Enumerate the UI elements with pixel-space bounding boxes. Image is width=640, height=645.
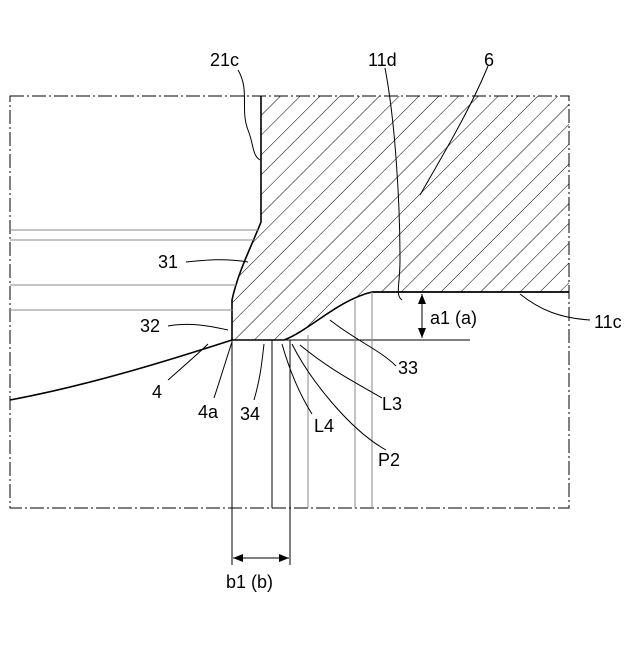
dim-b1-arrow-left — [233, 554, 243, 562]
leader-L3 — [300, 345, 382, 398]
leader-11c — [520, 294, 590, 320]
dim-a1-arrow-bottom — [418, 328, 426, 338]
label-11c: 11c — [594, 312, 622, 332]
leader-4a — [214, 342, 232, 398]
label-34: 34 — [240, 404, 260, 424]
label-21c: 21c — [210, 50, 239, 70]
label-32: 32 — [140, 316, 160, 336]
leader-31 — [186, 260, 248, 262]
leader-34 — [254, 344, 264, 400]
leader-32 — [168, 324, 228, 330]
label-b1b: b1 (b) — [226, 572, 273, 592]
label-4: 4 — [152, 382, 162, 402]
dim-b1-arrow-right — [279, 554, 289, 562]
dim-a1-arrow-top — [418, 294, 426, 304]
member-6-hatched — [261, 96, 569, 292]
label-4a: 4a — [198, 402, 219, 422]
label-P2: P2 — [378, 450, 400, 470]
label-31: 31 — [158, 252, 178, 272]
label-L4: L4 — [314, 416, 334, 436]
leader-33 — [330, 320, 396, 366]
label-11d: 11d — [368, 50, 397, 70]
leader-21c — [238, 70, 260, 160]
leader-4 — [168, 344, 208, 380]
curve-4 — [10, 340, 232, 400]
label-a1a: a1 (a) — [430, 308, 477, 328]
label-6: 6 — [484, 50, 494, 70]
label-33: 33 — [398, 358, 418, 378]
label-L3: L3 — [382, 394, 402, 414]
